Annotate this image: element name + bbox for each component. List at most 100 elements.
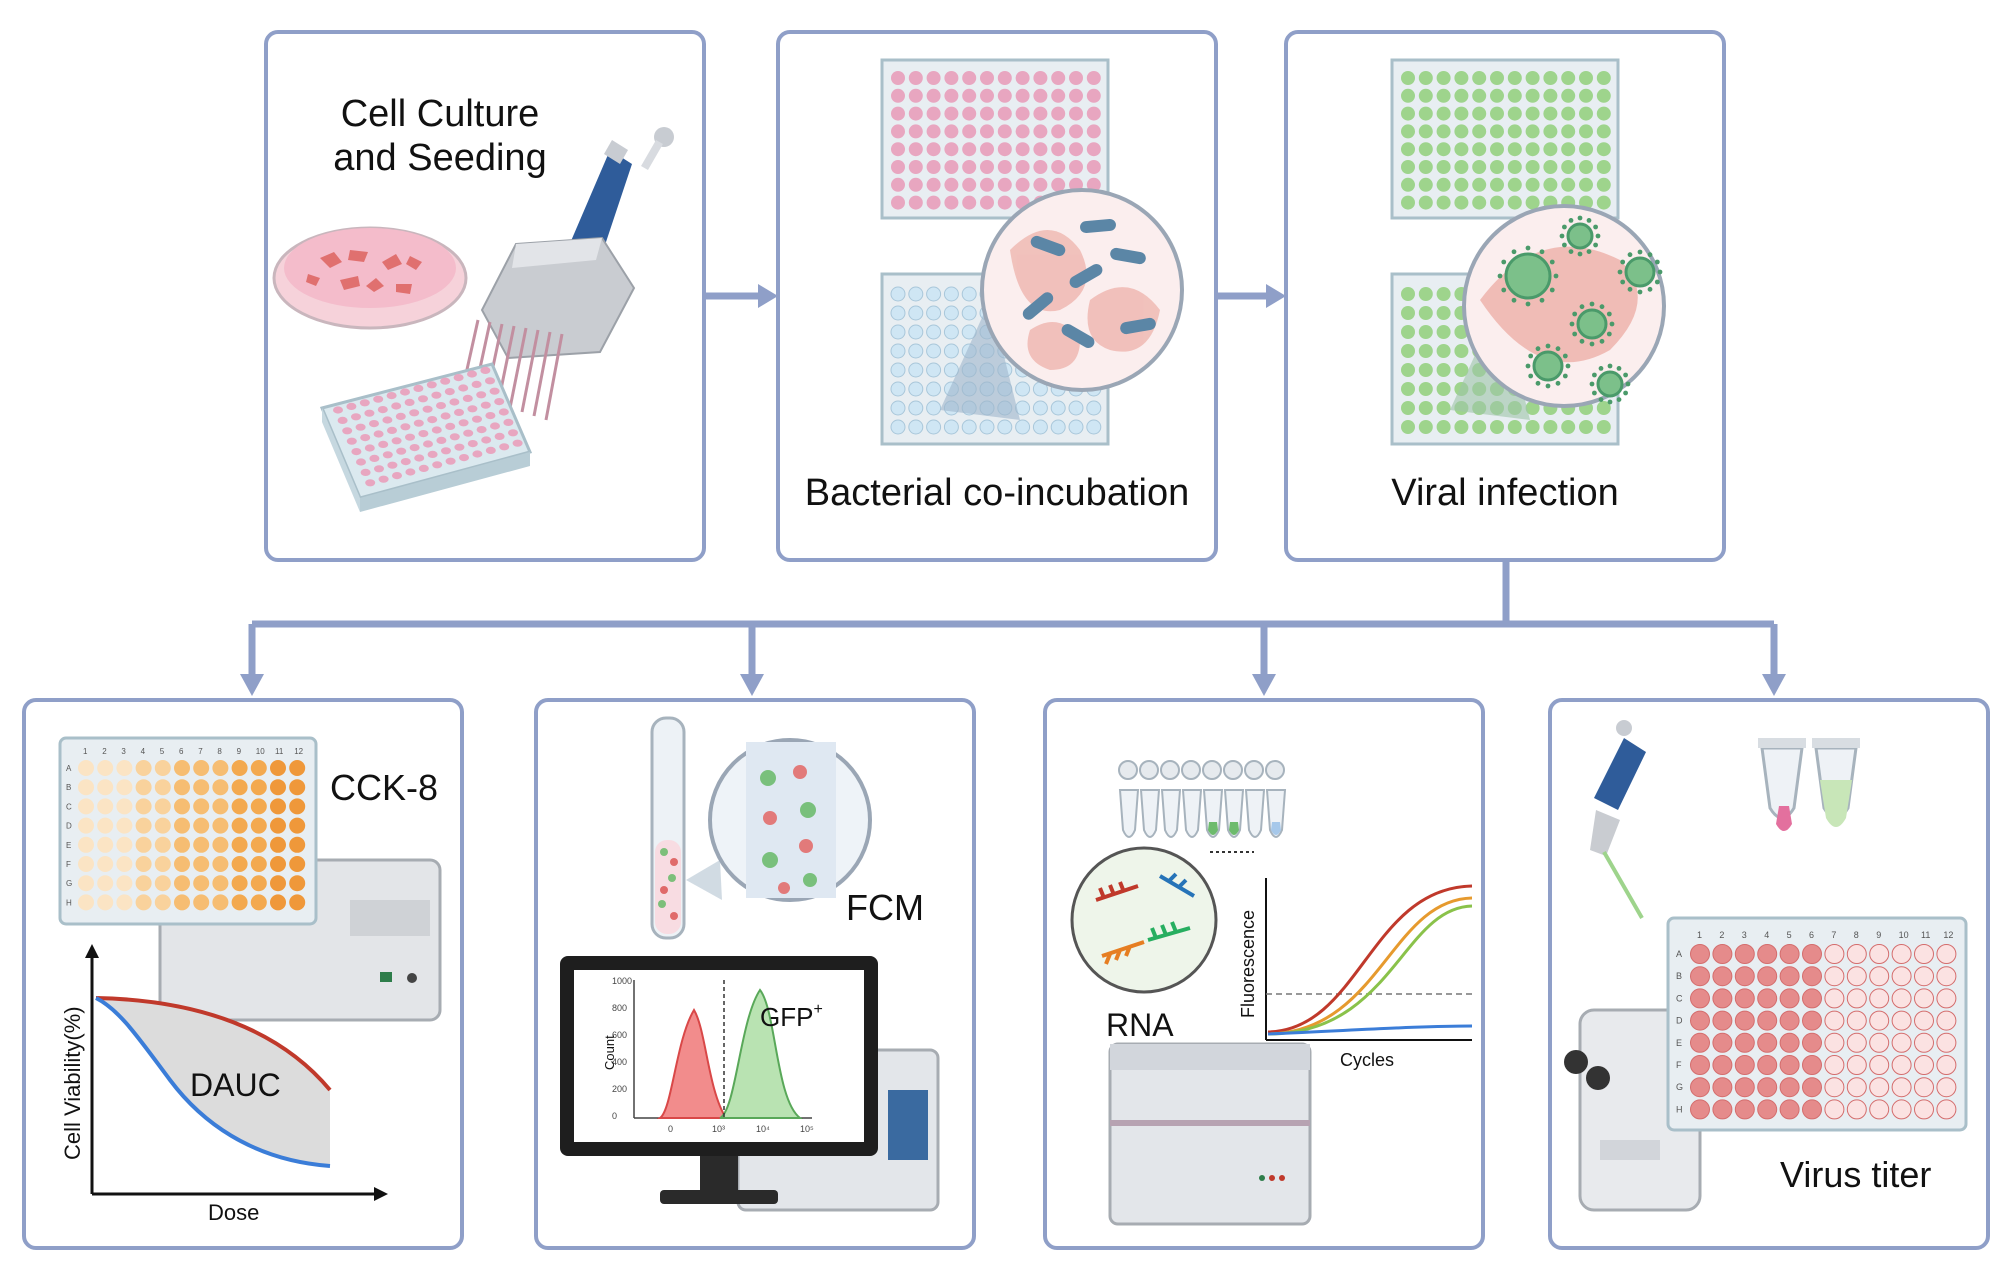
well (1690, 1032, 1710, 1053)
well (891, 71, 905, 85)
well (1690, 1077, 1710, 1098)
well (1033, 142, 1048, 157)
well (333, 406, 343, 414)
well (908, 195, 923, 210)
well (1490, 160, 1504, 174)
well (908, 177, 923, 192)
plate-row-label: G (66, 879, 72, 888)
fcm-label: FCM (846, 887, 924, 928)
well (1891, 1032, 1912, 1053)
well (426, 381, 437, 389)
well (1543, 106, 1558, 121)
well (1472, 177, 1487, 192)
plate-row-label: A (66, 764, 72, 773)
well (943, 419, 959, 435)
well (1690, 966, 1710, 987)
well (369, 420, 379, 428)
well (485, 446, 496, 454)
well (926, 195, 941, 210)
well (1596, 420, 1611, 434)
qpcr-machine-icon (1108, 1042, 1312, 1226)
well (1490, 142, 1504, 157)
well (355, 423, 366, 431)
well (97, 798, 114, 815)
well (1436, 106, 1451, 121)
well (193, 760, 210, 776)
fcm-y-label: Count (602, 1035, 617, 1070)
well (459, 454, 469, 462)
well (1015, 177, 1030, 192)
well (1690, 1010, 1710, 1031)
well (116, 894, 133, 911)
well (1050, 419, 1066, 435)
pcr-strip-tubes-icon (1118, 760, 1287, 853)
well (1454, 420, 1469, 434)
well (944, 106, 959, 121)
well (1401, 420, 1415, 434)
well (908, 400, 924, 416)
well (980, 195, 994, 210)
well (1050, 400, 1066, 416)
well (944, 142, 959, 157)
tube-cap (1160, 760, 1180, 780)
well (270, 760, 286, 776)
well (1779, 1010, 1800, 1031)
well (1490, 177, 1504, 192)
well (359, 399, 370, 407)
well (980, 177, 994, 192)
rna-label: RNA (1106, 1007, 1174, 1043)
well (1068, 400, 1084, 416)
well (1454, 88, 1469, 103)
well (1579, 124, 1593, 139)
well (369, 454, 380, 462)
well (1869, 1099, 1890, 1120)
well (373, 395, 384, 403)
well (1712, 966, 1733, 987)
well (1869, 1055, 1890, 1075)
well (97, 875, 114, 892)
well (270, 779, 286, 796)
well (1561, 142, 1576, 157)
well (926, 160, 941, 174)
well (154, 836, 171, 853)
well (997, 142, 1012, 157)
well (1936, 1099, 1957, 1120)
step-title-line2: and Seeding (333, 137, 547, 179)
well (1543, 124, 1558, 139)
well (1401, 195, 1415, 210)
well (231, 856, 248, 872)
well (908, 343, 924, 359)
tube-cap (1223, 760, 1243, 780)
virus-icon (1525, 343, 1571, 389)
plate-col-label: 1 (1697, 930, 1702, 940)
virus-zoom-icon (1462, 204, 1666, 408)
well (1472, 124, 1487, 139)
well (943, 286, 959, 302)
well (289, 836, 306, 853)
well (1436, 401, 1451, 415)
plate-col-label: 4 (1764, 930, 1769, 940)
well (1734, 988, 1755, 1009)
well (364, 444, 375, 452)
well (1579, 88, 1593, 103)
tube (1265, 789, 1287, 838)
well (1869, 1010, 1890, 1031)
well (378, 440, 389, 448)
well (943, 343, 959, 359)
well (1579, 71, 1593, 85)
plate-col-label: 6 (179, 747, 184, 756)
well (926, 142, 941, 157)
well (1015, 106, 1030, 121)
well (1401, 306, 1415, 320)
well (404, 398, 415, 406)
well (135, 894, 152, 911)
well (944, 177, 959, 192)
well (97, 817, 114, 834)
well (980, 106, 994, 121)
well (997, 106, 1012, 121)
well (1846, 944, 1867, 964)
well (387, 461, 398, 469)
well (174, 817, 190, 834)
well (1033, 106, 1048, 121)
